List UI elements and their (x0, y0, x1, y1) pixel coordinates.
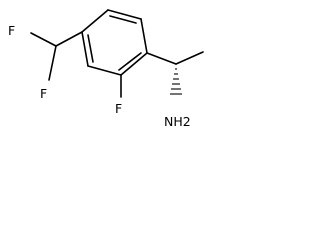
ring-double-bond-left (87, 34, 94, 63)
chemical-structure: F F F NH2 (8, 9, 204, 129)
ring-bond-6 (81, 9, 109, 33)
fluorine-label-ring: F (115, 101, 122, 116)
ring-double-bond-right (118, 52, 142, 71)
difluoromethyl-group (30, 31, 83, 81)
bond-ring-to-chf2 (55, 31, 83, 47)
fluorine-label-top: F (8, 23, 15, 38)
benzene-ring (81, 9, 148, 76)
amine-label: NH2 (164, 114, 191, 129)
bond-ring-to-ch (146, 52, 177, 65)
bond-ch-to-methyl (175, 51, 204, 65)
ring-bond-5 (81, 31, 89, 67)
ring-bond-2 (140, 18, 148, 54)
ring-double-bond-top (109, 15, 137, 24)
bond-c-to-f-top (30, 32, 57, 47)
fluorine-label-left: F (40, 86, 47, 101)
ring-bond-3 (120, 52, 148, 76)
ring-bond-1 (107, 9, 142, 20)
hashed-wedge-bond (170, 68, 182, 95)
structure-diagram: F F F NH2 (0, 0, 218, 135)
ring-bond-4 (87, 65, 122, 76)
ethylamine-group (146, 51, 204, 95)
bond-c-to-f-left (48, 45, 57, 81)
